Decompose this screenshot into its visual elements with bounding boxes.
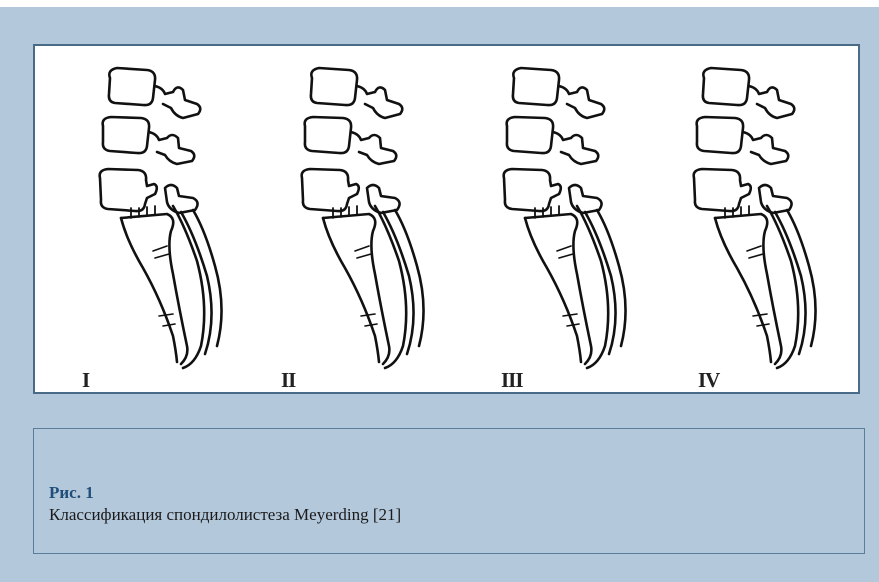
spine-panel-1: [100, 68, 222, 368]
spine-panel-2: [302, 68, 424, 368]
figure-frame: I II III IV: [33, 44, 860, 394]
top-border: [0, 0, 879, 7]
caption-text: Классификация спондилолистеза Meyerding …: [49, 505, 401, 525]
spine-panel-4: [694, 68, 816, 368]
spine-panel-3: [504, 68, 626, 368]
panel-label-1: I: [82, 368, 89, 393]
caption-title: Рис. 1: [49, 483, 94, 503]
caption-box: Рис. 1 Классификация спондилолистеза Mey…: [33, 428, 865, 554]
panel-label-2: II: [281, 368, 295, 393]
panel-label-4: IV: [698, 368, 719, 393]
panel-label-3: III: [501, 368, 523, 393]
spine-illustration: [35, 46, 858, 392]
